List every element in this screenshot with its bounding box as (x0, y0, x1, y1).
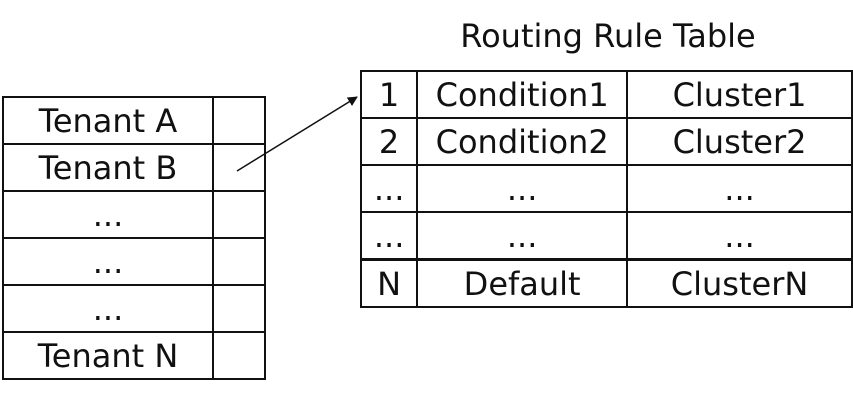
tenant-pointer-cell (212, 96, 266, 145)
tenant-name: Tenant A (2, 96, 214, 145)
tenant-name: ... (2, 190, 214, 239)
tenant-row: ... (2, 284, 266, 333)
rule-index: ... (359, 211, 419, 261)
tenant-pointer-cell (212, 190, 266, 239)
rule-cluster: ... (626, 211, 853, 261)
rule-index: 2 (359, 117, 419, 166)
rule-condition: ... (416, 164, 629, 213)
tenant-pointer-cell (212, 331, 266, 380)
rule-row-default: N Default ClusterN (359, 258, 853, 308)
rule-cluster: Cluster1 (626, 70, 853, 119)
rule-cluster: Cluster2 (626, 117, 853, 166)
tenant-row: Tenant A (2, 96, 266, 145)
rule-row: ... ... ... (359, 211, 853, 261)
tenant-row: ... (2, 190, 266, 239)
rule-condition: ... (416, 211, 629, 261)
tenant-name: Tenant N (2, 331, 214, 380)
rule-condition: Default (416, 258, 629, 308)
routing-rule-table-title: Routing Rule Table (460, 17, 756, 55)
rule-index: ... (359, 164, 419, 213)
rule-index: N (359, 258, 419, 308)
tenant-name: ... (2, 237, 214, 286)
routing-rule-table: 1 Condition1 Cluster1 2 Condition2 Clust… (359, 70, 853, 308)
tenant-name: Tenant B (2, 143, 214, 192)
tenant-row: ... (2, 237, 266, 286)
rule-cluster: ... (626, 164, 853, 213)
rule-condition: Condition2 (416, 117, 629, 166)
tenant-pointer-cell (212, 143, 266, 192)
tenant-name: ... (2, 284, 214, 333)
rule-condition: Condition1 (416, 70, 629, 119)
rule-row: 1 Condition1 Cluster1 (359, 70, 853, 119)
tenant-pointer-cell (212, 284, 266, 333)
tenant-row: Tenant N (2, 331, 266, 380)
rule-cluster: ClusterN (626, 258, 853, 308)
tenant-pointer-cell (212, 237, 266, 286)
tenant-row: Tenant B (2, 143, 266, 192)
tenant-table: Tenant A Tenant B ... ... ... Tenant N (2, 96, 266, 380)
rule-index: 1 (359, 70, 419, 119)
rule-row: ... ... ... (359, 164, 853, 213)
rule-row: 2 Condition2 Cluster2 (359, 117, 853, 166)
